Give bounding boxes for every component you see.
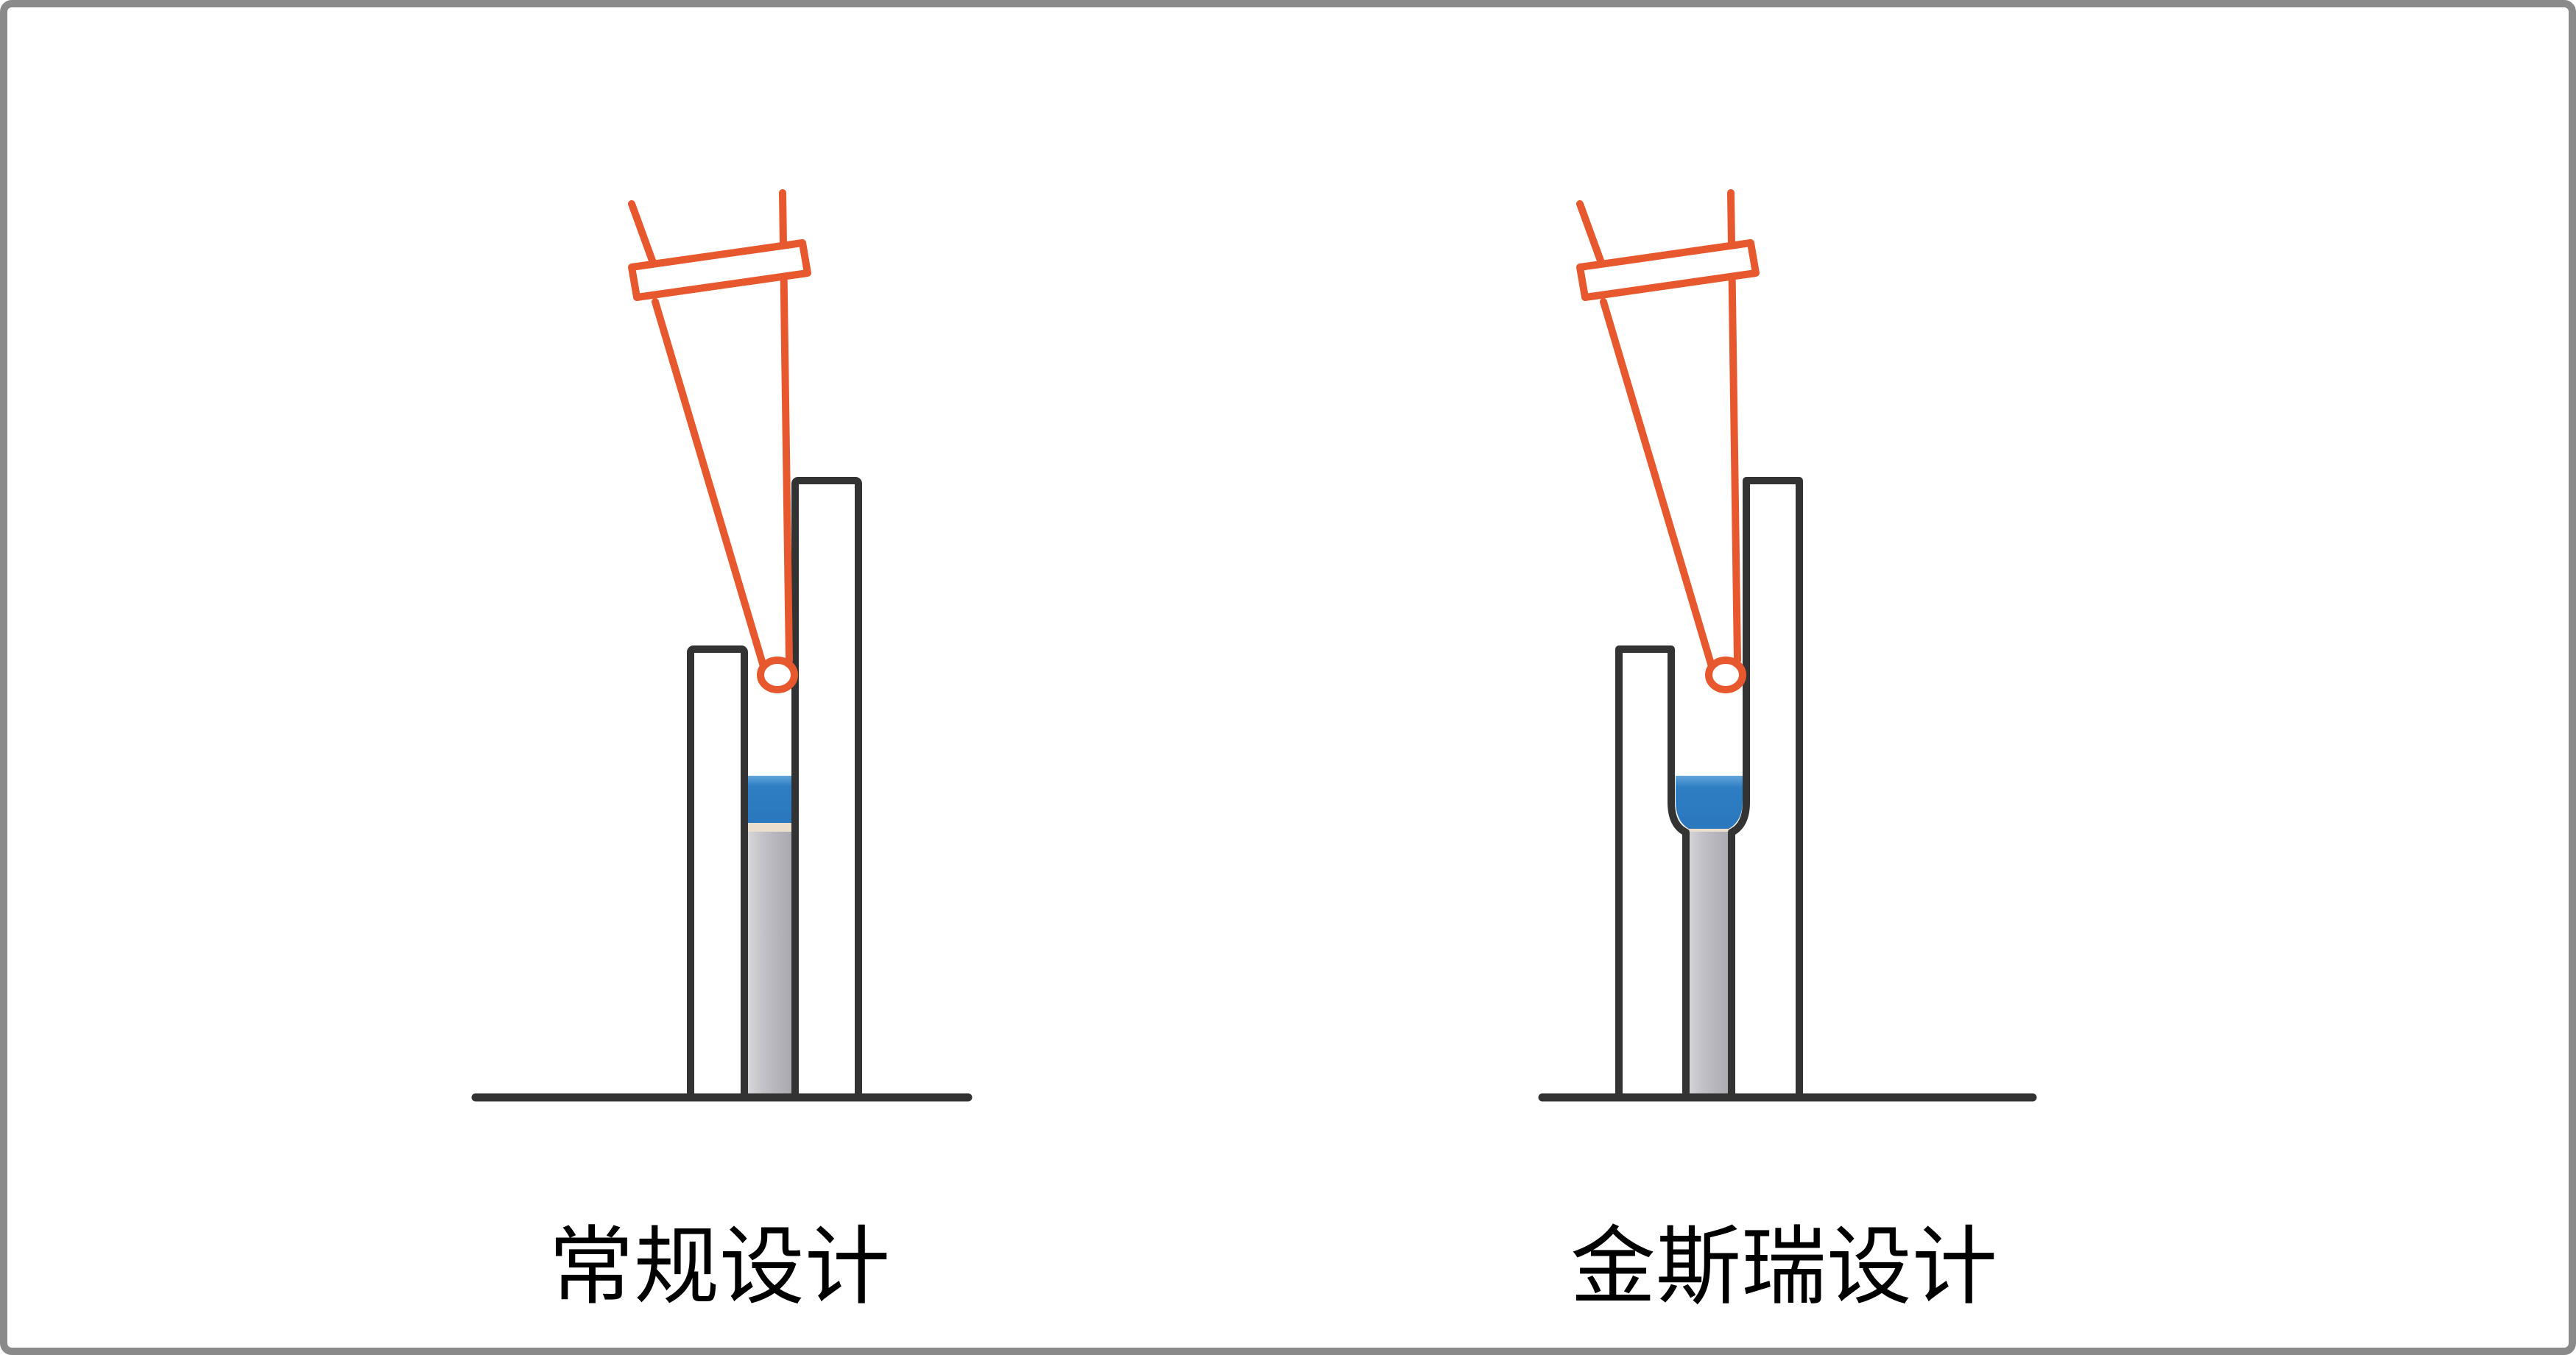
pipette-icon	[632, 193, 808, 690]
sample-channel-column	[745, 830, 794, 1097]
column-top-band	[745, 821, 794, 832]
conventional-design-diagram	[471, 193, 973, 1102]
cuvette-right-wall	[1728, 477, 1803, 1097]
panel-label-genscript: 金斯瑞设计	[1570, 1219, 1997, 1315]
cuvette-comparison-diagram	[471, 7, 2037, 1102]
sample-liquid	[745, 776, 794, 823]
sample-liquid	[1676, 776, 1743, 829]
sample-channel-column	[1684, 830, 1733, 1097]
genscript-design-diagram	[1538, 193, 2037, 1102]
cuvette-left-wall	[1615, 645, 1690, 1097]
cuvette-left-wall	[687, 645, 748, 1101]
panel-label-conventional: 常规设计	[548, 1219, 890, 1315]
cuvette-right-wall	[791, 477, 862, 1101]
pipette-icon	[1580, 193, 1756, 690]
